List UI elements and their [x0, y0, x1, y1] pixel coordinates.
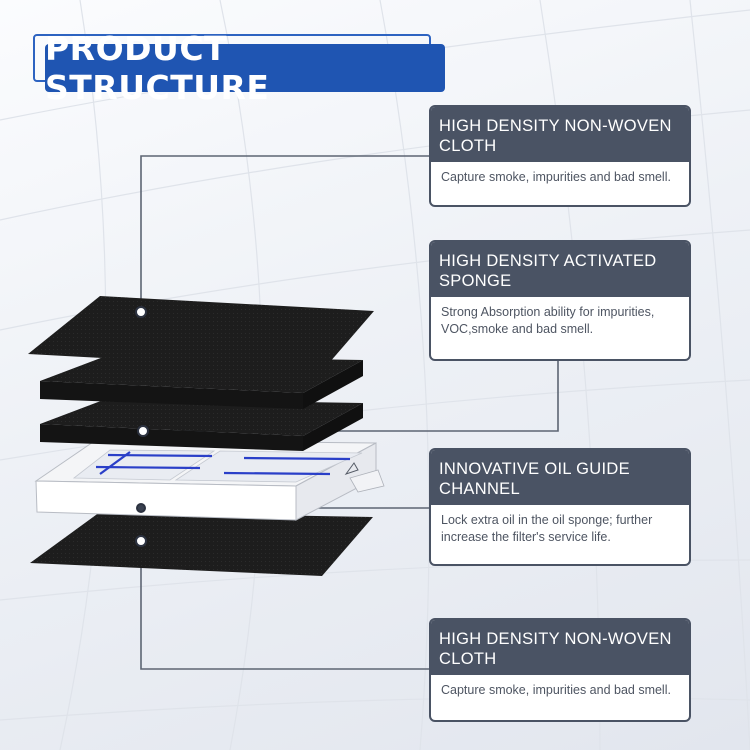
- oil-guide-channel-frame: [34, 439, 385, 521]
- sponge-layer-lower: [40, 399, 363, 451]
- callout-card-oil-channel: INNOVATIVE OIL GUIDE CHANNEL Lock extra …: [429, 448, 691, 566]
- marker-dot-cloth-top: [135, 306, 147, 318]
- callout-description: Capture smoke, impurities and bad smell.: [441, 683, 671, 697]
- callout-card-sponge: HIGH DENSITY ACTIVATED SPONGE Strong Abs…: [429, 240, 691, 361]
- marker-dot-channel: [136, 503, 146, 513]
- callout-heading: INNOVATIVE OIL GUIDE CHANNEL: [431, 450, 689, 505]
- connector-line-1: [140, 155, 429, 312]
- callout-heading: HIGH DENSITY NON-WOVEN CLOTH: [431, 107, 689, 162]
- callout-heading: HIGH DENSITY NON-WOVEN CLOTH: [431, 620, 689, 675]
- callout-description: Capture smoke, impurities and bad smell.: [441, 170, 671, 184]
- callout-description: Strong Absorption ability for impurities…: [441, 305, 655, 336]
- top-cloth-layer: [28, 296, 374, 370]
- callout-card-bottom-cloth: HIGH DENSITY NON-WOVEN CLOTH Capture smo…: [429, 618, 691, 722]
- marker-dot-sponge: [137, 425, 149, 437]
- marker-dot-cloth-bottom: [135, 535, 147, 547]
- callout-card-top-cloth: HIGH DENSITY NON-WOVEN CLOTH Capture smo…: [429, 105, 691, 207]
- bottom-cloth-layer: [30, 512, 373, 576]
- connector-line-4: [140, 541, 429, 670]
- callout-description: Lock extra oil in the oil sponge; furthe…: [441, 513, 653, 544]
- callout-heading: HIGH DENSITY ACTIVATED SPONGE: [431, 242, 689, 297]
